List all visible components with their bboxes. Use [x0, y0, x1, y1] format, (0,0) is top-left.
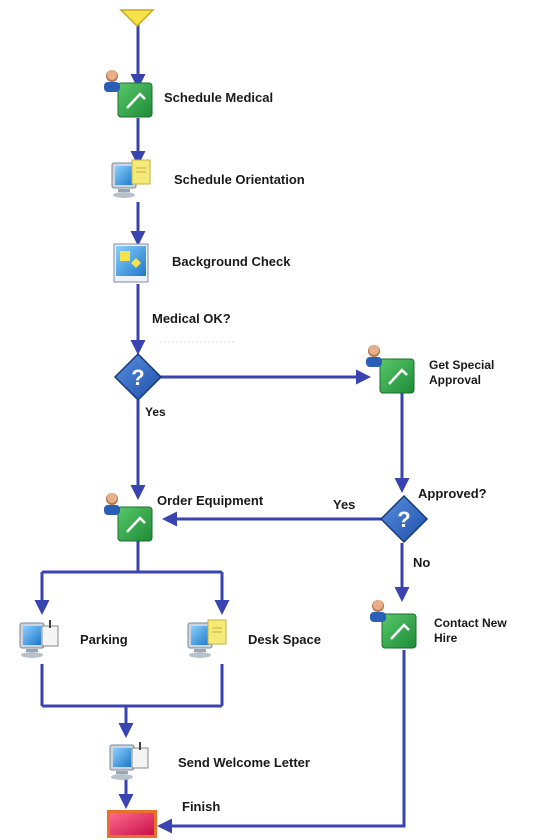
step-get-special-approval: Get Special Approval — [429, 358, 495, 387]
step-contact-new-hire: Contact New Hire — [434, 616, 507, 645]
branch-approved-yes: Yes — [333, 497, 356, 512]
computer-sign-icon — [19, 620, 59, 658]
connectors — [34, 24, 410, 834]
step-parking: Parking — [80, 632, 128, 647]
computer-note-icon — [111, 159, 151, 198]
computer-note-icon — [187, 619, 227, 658]
step-background-check: Background Check — [172, 254, 291, 269]
arrow-contact-to-finish — [157, 650, 406, 834]
step-finish: Finish — [182, 799, 221, 814]
person-avatar-icon — [366, 345, 382, 367]
person-avatar-icon — [370, 600, 386, 622]
person-task-icon — [117, 506, 153, 542]
branch-approved-no: No — [413, 555, 431, 570]
decision-label-approved: Approved? — [418, 486, 487, 501]
person-avatar-icon — [104, 493, 120, 515]
step-schedule-orientation: Schedule Orientation — [174, 172, 305, 187]
branch-medical-yes: Yes — [145, 405, 166, 419]
decision-approved-icon: ? — [379, 494, 429, 544]
person-task-icon — [381, 613, 417, 649]
person-task-icon — [117, 82, 153, 118]
finish-block-icon — [107, 810, 157, 838]
window-form-icon — [113, 243, 149, 283]
decision-medical-icon: ? — [113, 352, 163, 402]
person-avatar-icon — [104, 70, 120, 92]
svg-text:?: ? — [131, 365, 144, 390]
start-triangle-icon — [119, 9, 155, 28]
computer-sign-icon — [109, 742, 149, 780]
decision-label-medical-ok: Medical OK? — [152, 311, 231, 326]
step-desk-space: Desk Space — [248, 632, 321, 647]
step-schedule-medical: Schedule Medical — [164, 90, 274, 105]
step-send-welcome-letter: Send Welcome Letter — [178, 755, 310, 770]
svg-text:?: ? — [397, 507, 410, 532]
step-order-equipment: Order Equipment — [157, 493, 264, 508]
person-task-icon — [379, 358, 415, 394]
